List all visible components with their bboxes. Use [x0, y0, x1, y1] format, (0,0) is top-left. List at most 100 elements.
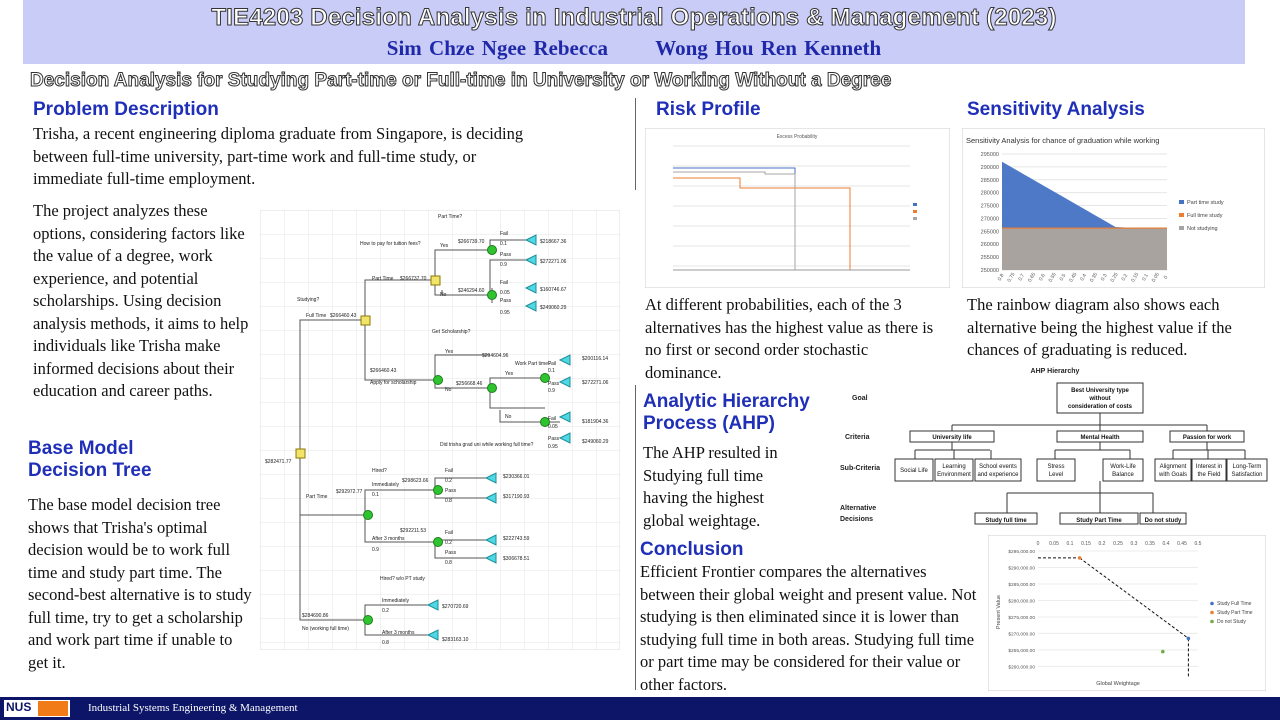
- terminal-node: [524, 300, 537, 312]
- x-tick-label: 0.1: [1141, 273, 1150, 282]
- risk-heading: Risk Profile: [656, 99, 761, 120]
- tree-label: $292211.53: [400, 528, 426, 534]
- tree-label: No: [445, 387, 452, 393]
- x-tick-label: 0.3: [1100, 273, 1109, 282]
- tree-label: 0.95: [548, 444, 558, 450]
- tree-label: After 3 months: [382, 630, 415, 636]
- y-tick-label: 285000: [981, 178, 999, 184]
- tree-label: Fail: [445, 468, 453, 474]
- legend-label: Part time study: [1187, 200, 1224, 206]
- tree-label: 0.1: [500, 241, 507, 247]
- tree-label: 0.05: [500, 290, 510, 296]
- x-tick-label: 0.3: [1131, 541, 1138, 547]
- legend-marker: [1210, 619, 1214, 624]
- x-tick-label: 0.05: [1151, 272, 1161, 284]
- tree-label: 0.2: [382, 608, 389, 614]
- tree-label: Work Part time?: [515, 361, 551, 367]
- conclusion-heading: Conclusion: [640, 539, 744, 560]
- tree-label: Yes: [505, 371, 514, 377]
- tree-label: 0.8: [445, 560, 452, 566]
- tree-label: Immediately: [382, 598, 409, 604]
- legend-marker: [1210, 601, 1214, 606]
- tree-label: Full Time: [306, 313, 327, 319]
- x-tick-label: 0.25: [1113, 541, 1123, 547]
- chance-node: [540, 373, 550, 383]
- terminal-node: [484, 472, 497, 484]
- y-tick-label: 255000: [981, 255, 999, 261]
- x-tick-label: 0.2: [1099, 541, 1106, 547]
- x-tick-label: 0.55: [1048, 272, 1058, 284]
- y-tick-label: $260,000.00: [1008, 664, 1035, 670]
- tree-label: $200116.14: [582, 356, 608, 362]
- chart-title: Excess Probability: [777, 134, 818, 140]
- terminal-node: [524, 282, 537, 294]
- x-tick-label: 0.6: [1038, 273, 1047, 282]
- legend-label: Study Part Time: [1217, 610, 1253, 616]
- legend-label: Not studying: [1187, 226, 1218, 232]
- tree-label: $230366.01: [503, 474, 530, 480]
- ahp-level-label: Criteria: [845, 434, 870, 441]
- poster-title: TIE4203 Decision Analysis in Industrial …: [211, 4, 1057, 32]
- conclusion-text: Efficient Frontier compares the alternat…: [640, 562, 977, 694]
- tree-label: Pass: [500, 298, 512, 304]
- point-study-full-time: [1186, 636, 1191, 641]
- x-tick-label: 0.65: [1027, 272, 1037, 284]
- tree-label: 0.2: [445, 478, 452, 484]
- point-study-part-time: [1077, 556, 1082, 560]
- tree-label: $246294.60: [458, 288, 485, 294]
- ahp-alternative: Study full time: [985, 518, 1027, 524]
- tree-label: $298623.66: [402, 478, 429, 484]
- tree-label: Fail: [548, 416, 556, 422]
- tree-label: 0.1: [548, 368, 555, 374]
- tree-label: Immediately: [372, 482, 399, 488]
- tree-label: 0.2: [445, 540, 452, 546]
- x-tick-label: 0.35: [1089, 272, 1099, 284]
- tree-label: Yes: [440, 243, 449, 249]
- legend-swatch: [913, 217, 917, 220]
- tree-label: Pass: [445, 488, 457, 494]
- y-tick-label: 260000: [981, 242, 999, 248]
- terminal-node: [426, 629, 439, 641]
- y-tick-label: 275000: [981, 204, 999, 210]
- x-tick-label: 0.7: [1017, 273, 1026, 282]
- footer-department: Industrial Systems Engineering & Managem…: [88, 702, 298, 714]
- tree-label: 0.1: [372, 492, 379, 498]
- x-tick-label: 0.2: [1121, 273, 1130, 282]
- tree-label: No (working full time): [302, 626, 349, 632]
- tree-label: Pass: [548, 381, 560, 387]
- authors: Sim Chze Ngee Rebecca Wong Hou Ren Kenne…: [23, 36, 1245, 61]
- ahp-alternative: Do not study: [1145, 518, 1182, 524]
- chance-node: [487, 383, 497, 393]
- tree-label: $272271.06: [540, 259, 567, 265]
- legend-swatch: [1179, 213, 1184, 217]
- problem-text: Trisha, a recent engineering diploma gra…: [33, 124, 524, 188]
- ahp-text: The AHP resulted in Studying full time h…: [643, 443, 778, 530]
- terminal-node: [524, 234, 537, 246]
- sensitivity-text: The rainbow diagram also shows each alte…: [967, 295, 1232, 359]
- ahp-criterion: Passion for work: [1183, 435, 1232, 441]
- y-tick-label: 280000: [981, 191, 999, 197]
- tree-label: $283163.10: [442, 637, 469, 643]
- tree-label: $266737.70: [400, 276, 427, 282]
- terminal-node: [558, 376, 571, 388]
- y-tick-label: $275,000.00: [1008, 615, 1035, 621]
- ahp-alternative: Study Part Time: [1076, 518, 1122, 524]
- ahp-title: AHP Hierarchy: [1031, 368, 1080, 375]
- author-1: Sim Chze Ngee Rebecca: [386, 36, 608, 60]
- tree-label: 0.9: [548, 388, 555, 394]
- tree-label: Pass: [548, 436, 560, 442]
- tree-label: 0.8: [445, 498, 452, 504]
- tree-label: Get Scholarship?: [432, 329, 471, 335]
- terminal-node: [484, 552, 497, 564]
- x-tick-label: 0.15: [1081, 541, 1091, 547]
- ahp-heading: Analytic Hierarchy Process (AHP): [643, 391, 810, 434]
- y-tick-label: 295000: [981, 152, 999, 158]
- tree-label: 0.8: [382, 640, 389, 646]
- chance-node: [433, 537, 443, 547]
- legend-label: Study Full Time: [1217, 601, 1252, 607]
